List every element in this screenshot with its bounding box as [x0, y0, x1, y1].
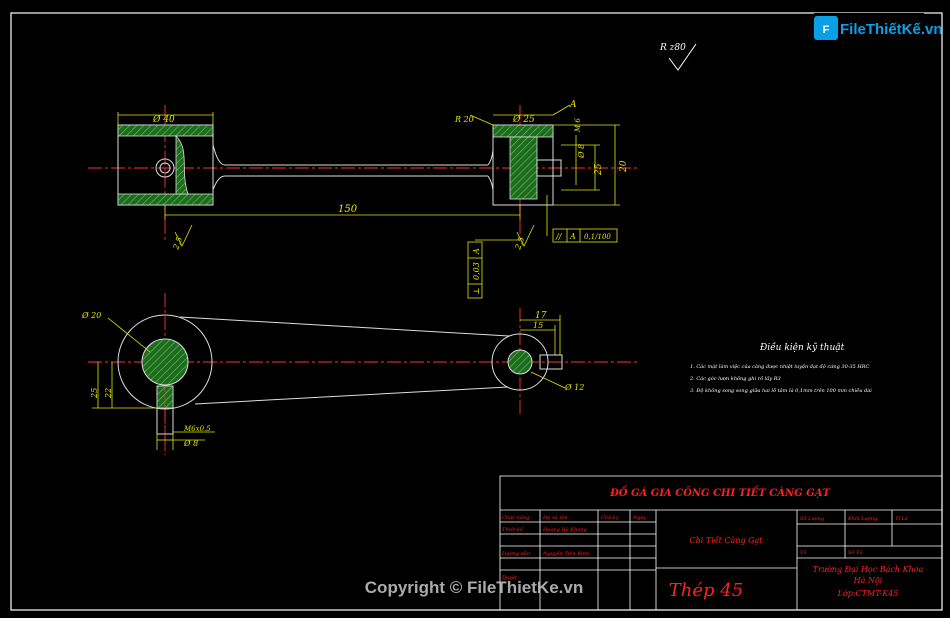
school-name: Trường Đại Học Bách Khoa: [813, 565, 924, 574]
tol-perp-value: 0,03: [472, 262, 481, 280]
tech-req-title: Điều kiện kỹ thuật: [759, 342, 845, 353]
row-name-1: Nguyễn Tiến Bình: [542, 550, 589, 557]
rough-left: 2,5: [171, 236, 184, 252]
header-role: Chức năng: [502, 514, 529, 521]
dim-25-front: 25: [594, 163, 604, 176]
logo-text: FileThiếtKế.vn: [840, 21, 943, 38]
dim-22-top: 22: [104, 388, 113, 399]
dim-m6-top: M6x0.5: [183, 425, 211, 433]
tol-perp-datum: A: [472, 248, 481, 255]
sheets-label: Số Tờ: [848, 549, 863, 556]
dim-15: 15: [533, 321, 543, 330]
tol-parallel-value: 0,1/100: [584, 233, 611, 241]
roughness-label: R z80: [659, 43, 686, 53]
dim-25-top: 25: [90, 388, 99, 399]
title-block: [499, 475, 943, 611]
dim-tag-a: A: [569, 100, 577, 110]
header-date: Ngày: [632, 514, 647, 521]
dim-d8: Ø 8: [577, 144, 586, 159]
school-city: Hà Nội: [853, 576, 883, 585]
rough-right: 2,5: [513, 236, 526, 252]
tech-req-line-2: 2. Các góc lượn không ghi rõ lấy R3: [689, 375, 781, 382]
top-view: Ø 20 17 15 Ø 12 25 22 Ø 8 M6x0.5: [81, 293, 640, 455]
row-name-0: Hoàng Hà Khang: [542, 526, 587, 533]
dim-m6-front: M 6: [574, 118, 582, 133]
drawing-frame: [10, 12, 943, 611]
school-class: Lớp:CTMT-K45: [837, 589, 899, 598]
part-name: Chi Tiết Càng Gạt: [689, 536, 763, 545]
row-role-2: Duyệt: [501, 574, 518, 581]
dim-d12: Ø 12: [564, 383, 584, 392]
dim-d25: Ø 25: [512, 114, 535, 125]
quantity-label: Số Lượng: [800, 515, 824, 522]
logo-mark: F: [823, 24, 830, 36]
row-role-1: Hướng dẫn: [501, 550, 530, 557]
dim-r20: R 20: [454, 115, 474, 124]
title-block-title: ĐỒ GÁ GIA CÔNG CHI TIẾT CÀNG GẠT: [609, 486, 831, 499]
dim-17: 17: [535, 311, 547, 321]
front-view: Ø 40 Ø 25 R 20 A 150 Ø 8 M 6 25 20 2,5 2…: [88, 100, 640, 299]
tol-parallel-datum: A: [569, 232, 576, 241]
header-signature: Chữ ký: [601, 514, 619, 521]
dim-d8-top: Ø 8: [183, 439, 198, 448]
sheet-label: Tờ: [800, 549, 807, 556]
dim-20-front: 20: [619, 160, 629, 173]
site-logo: F FileThiếtKế.vn: [814, 13, 943, 43]
material: Thép 45: [669, 580, 743, 601]
tolerance-perp: A 0,03 ⊥: [467, 239, 520, 299]
dim-d40: Ø 40: [152, 114, 175, 125]
row-role-0: Thiết kế: [502, 526, 524, 533]
tol-parallel-symbol: //: [555, 232, 563, 241]
scale-label: Tỉ Lệ: [895, 515, 908, 522]
tol-perp-symbol: ⊥: [472, 287, 481, 295]
weight-label: Khối Lượng: [847, 515, 877, 522]
tech-requirements: Điều kiện kỹ thuật 1. Các mặt làm việc c…: [689, 342, 872, 394]
copyright-watermark: Copyright © FileThietKe.vn: [365, 578, 583, 597]
header-name: Họ và tên: [542, 514, 568, 521]
tech-req-line-1: 1. Các mặt làm việc của càng được nhiệt …: [690, 363, 870, 370]
tech-req-line-3: 3. Độ không song song giữa hai lỗ tâm là…: [690, 386, 872, 394]
tolerance-parallel: // A 0,1/100: [546, 195, 618, 243]
roughness-mark: R z80: [659, 43, 697, 71]
dim-length: 150: [338, 204, 358, 215]
dim-d20: Ø 20: [81, 311, 101, 320]
